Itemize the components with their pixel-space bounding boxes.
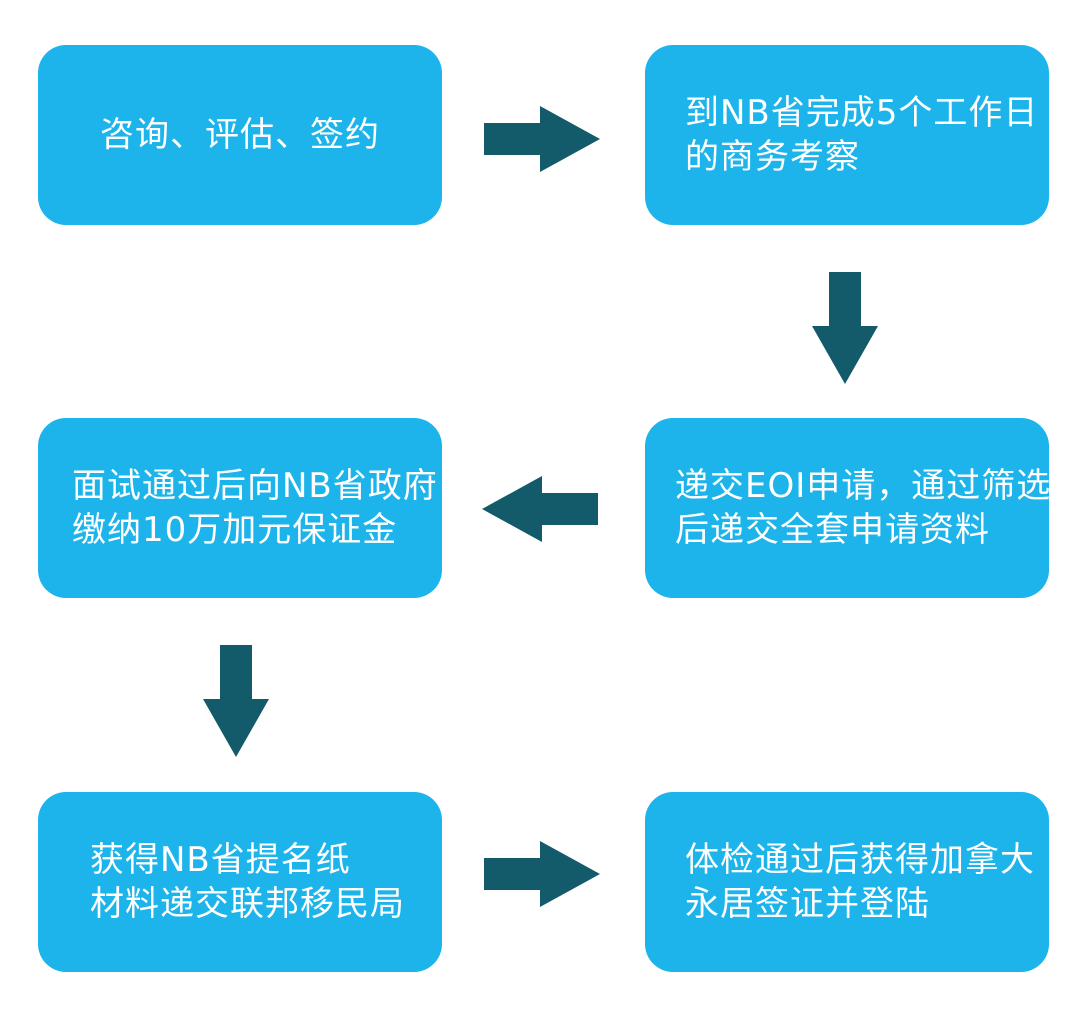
arrow-down-icon — [203, 645, 269, 757]
step-5-text-line-1: 获得NB省提名纸 — [90, 840, 351, 880]
step-6-text-line-2: 永居签证并登陆 — [685, 884, 930, 924]
arrow-step-5-to-6 — [484, 841, 600, 907]
step-3-text-line-2: 后递交全套申请资料 — [675, 510, 990, 550]
step-1-text-line-1: 咨询、评估、签约 — [100, 115, 380, 155]
step-3-text-line-1: 递交EOI申请，通过筛选 — [675, 466, 1052, 506]
arrow-right-icon — [484, 841, 600, 907]
arrow-step-4-to-5 — [203, 645, 269, 757]
step-5-box: 获得NB省提名纸 材料递交联邦移民局 — [38, 792, 442, 972]
step-2-box: 到NB省完成5个工作日 的商务考察 — [645, 45, 1049, 225]
step-4-box: 面试通过后向NB省政府 缴纳10万加元保证金 — [38, 418, 442, 598]
step-5-text-line-2: 材料递交联邦移民局 — [90, 884, 405, 924]
arrow-step-3-to-4 — [482, 476, 598, 542]
step-2-text-line-2: 的商务考察 — [685, 137, 860, 177]
arrow-step-2-to-3 — [812, 272, 878, 384]
step-2-text-line-1: 到NB省完成5个工作日 — [685, 93, 1039, 133]
arrow-down-icon — [812, 272, 878, 384]
arrow-right-icon — [484, 106, 600, 172]
step-1-box: 咨询、评估、签约 — [38, 45, 442, 225]
step-4-text-line-2: 缴纳10万加元保证金 — [72, 510, 398, 550]
arrow-step-1-to-2 — [484, 106, 600, 172]
arrow-left-icon — [482, 476, 598, 542]
step-6-box: 体检通过后获得加拿大 永居签证并登陆 — [645, 792, 1049, 972]
step-3-box: 递交EOI申请，通过筛选 后递交全套申请资料 — [645, 418, 1052, 598]
step-4-text-line-1: 面试通过后向NB省政府 — [72, 466, 438, 506]
step-6-text-line-1: 体检通过后获得加拿大 — [685, 840, 1035, 880]
